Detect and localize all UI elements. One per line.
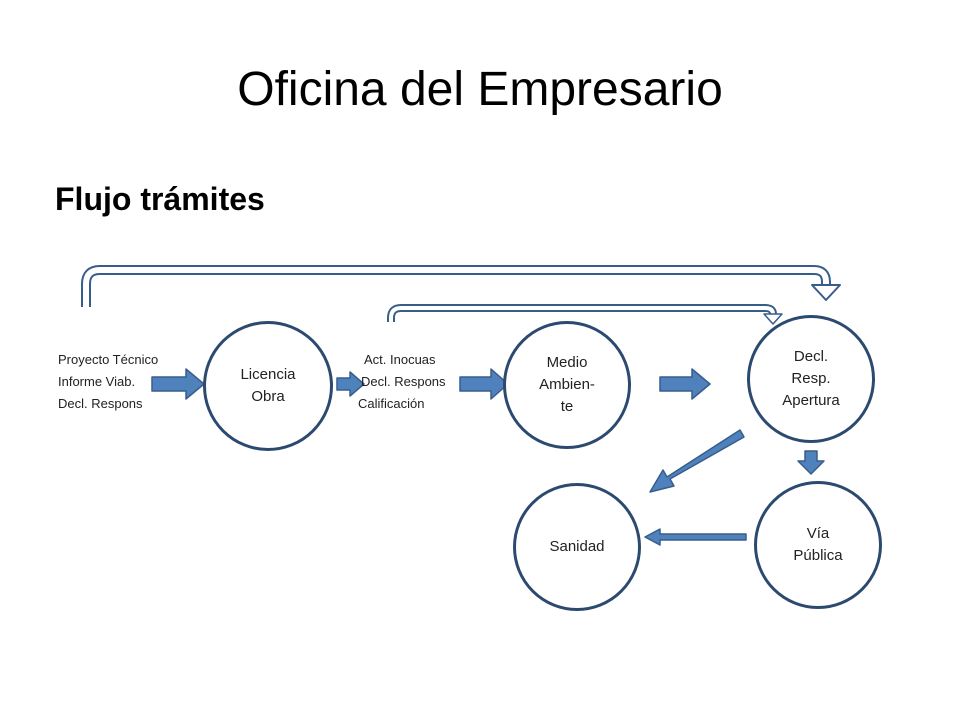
requirement-item: Calificación: [358, 396, 425, 411]
node-label: Licencia Obra: [240, 364, 295, 408]
requirement-item: Act. Inocuas: [364, 352, 436, 367]
node-licencia-obra: Licencia Obra: [203, 321, 333, 451]
requirement-item: Decl. Respons: [361, 374, 446, 389]
arrow-via-to-sanidad: [644, 528, 747, 546]
node-label: Decl. Resp. Apertura: [782, 346, 840, 412]
node-sanidad: Sanidad: [513, 483, 641, 611]
node-label-line: Decl.: [793, 348, 829, 365]
node-label-line: Pública: [793, 547, 843, 564]
curved-arrow-short: [387, 304, 783, 325]
node-label-line: Resp.: [791, 370, 831, 387]
requirement-item: Informe Viab.: [58, 374, 136, 389]
arrow-to-via-publica: [797, 450, 825, 475]
page-title: Oficina del Empresario: [237, 63, 723, 116]
arrow-to-mid-group: [336, 371, 365, 397]
arrow-to-medio-ambiente: [459, 368, 509, 400]
node-label-line: Sanidad: [549, 538, 605, 555]
arrow-to-licencia: [151, 368, 205, 400]
node-label: Vía Pública: [793, 523, 842, 567]
node-medio-ambiente: Medio Ambien- te: [503, 321, 631, 449]
node-label-line: Obra: [251, 388, 285, 405]
page-subtitle: Flujo trámites: [55, 181, 265, 217]
node-label-line: Ambien-: [539, 376, 595, 393]
arrow-to-sanidad-diagonal: [649, 429, 745, 493]
requirement-item: Proyecto Técnico: [58, 352, 159, 367]
node-via-publica: Vía Pública: [754, 481, 882, 609]
node-decl-resp-apertura: Decl. Resp. Apertura: [747, 315, 875, 443]
arrow-to-apertura: [659, 368, 711, 400]
node-label-line: Apertura: [782, 392, 840, 409]
requirements-group-left: Proyecto Técnico Informe Viab. Decl. Res…: [58, 349, 158, 415]
node-label: Sanidad: [549, 536, 604, 558]
node-label-line: Licencia: [240, 366, 296, 383]
node-label-line: Vía: [806, 525, 830, 542]
node-label: Medio Ambien- te: [539, 352, 595, 418]
requirement-item: Decl. Respons: [58, 396, 143, 411]
requirements-group-mid: Act. Inocuas Decl. Respons Calificación: [358, 349, 446, 415]
curved-arrow-long: [81, 265, 841, 307]
node-label-line: te: [560, 398, 574, 415]
node-label-line: Medio: [546, 354, 588, 371]
